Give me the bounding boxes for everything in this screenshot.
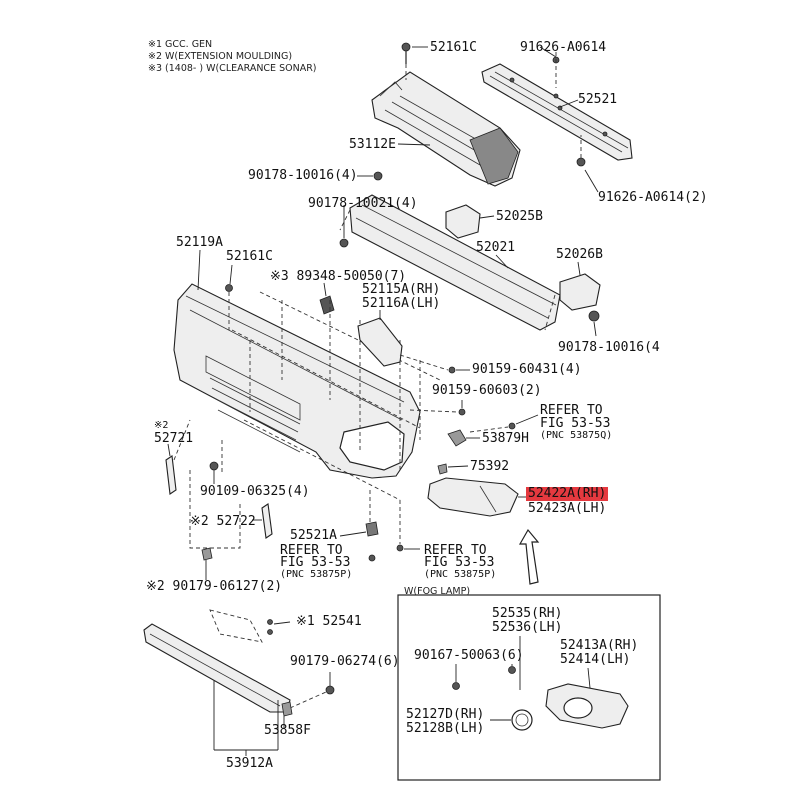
note-1: ※1 GCC. GEN — [148, 39, 213, 50]
label-refer-m-3: (PNC 53875P) — [424, 569, 497, 580]
label-90109-06325: 90109-06325(4) — [200, 484, 310, 499]
label-90179-06127: ※2 90179-06127(2) — [146, 579, 283, 594]
label-90178-10016-4b: 90178-10016(4 — [558, 340, 660, 355]
bracket-52026B — [559, 261, 601, 311]
bumper-reinforcement-52021 — [339, 194, 561, 331]
bracket-53879H — [447, 429, 480, 447]
reinforcement-52521 — [481, 63, 633, 161]
label-52025B: 52025B — [496, 209, 543, 224]
label-52116A: 52116A(LH) — [362, 296, 441, 311]
screw-90159-60603 — [409, 400, 466, 416]
emblem-75392 — [437, 463, 469, 475]
bolt-52161C-top — [401, 42, 428, 80]
note-2: ※2 W(EXTENSION MOULDING) — [148, 51, 293, 62]
label-52413A: 52413A(RH) — [560, 638, 639, 653]
nut-90178-10021 — [339, 205, 349, 248]
label-52021: 52021 — [476, 240, 516, 255]
label-52414: 52414(LH) — [560, 652, 631, 667]
fog-cover-52422A — [427, 477, 526, 517]
label-53858F: 53858F — [264, 723, 311, 738]
label-53912A: 53912A — [226, 756, 273, 771]
label-52541: ※1 52541 — [296, 614, 362, 629]
label-90167-50063: 90167-50063(6) — [414, 648, 524, 663]
label-52161C-mid: 52161C — [226, 249, 273, 264]
bolt-91626-A0614 — [539, 46, 560, 99]
moulding-52722 — [252, 503, 273, 539]
label-52536: 52536(LH) — [492, 620, 563, 635]
label-53112E: 53112E — [349, 137, 396, 152]
clip-90179-06274 — [289, 672, 335, 709]
bolt-90109-06325 — [209, 461, 219, 484]
plate-52541 — [209, 609, 291, 643]
label-52521: 52521 — [578, 92, 618, 107]
label-90159-60603: 90159-60603(2) — [432, 383, 542, 398]
label-refer-q-1: REFER TO — [540, 403, 603, 418]
label-52535: 52535(RH) — [492, 606, 563, 621]
nut-90178-10016-lower — [588, 310, 600, 337]
label-refer-m-2: FIG 53-53 — [424, 555, 495, 570]
label-75392: 75392 — [470, 459, 510, 474]
label-refer-l-3: (PNC 53875P) — [280, 569, 353, 580]
label-52161C-top: 52161C — [430, 40, 477, 55]
label-89348-50050: ※3 89348-50050(7) — [270, 269, 407, 284]
bolt-91626-A0614-2 — [576, 135, 599, 193]
lamp-ring-52127D — [490, 709, 533, 731]
clip-52521A — [339, 490, 379, 537]
label-91626-A0614-2: 91626-A0614(2) — [598, 190, 708, 205]
fog-lamp-52413A — [545, 667, 629, 729]
clip-52161C-mid — [225, 264, 233, 330]
clip-90179-06127 — [201, 547, 213, 580]
retainer-52115A — [357, 310, 403, 367]
direction-arrow — [518, 528, 540, 585]
label-refer-l-2: FIG 53-53 — [280, 555, 351, 570]
bracket-52025B — [445, 204, 495, 239]
grille-bracket-53112E — [371, 71, 521, 187]
label-90178-10021-4: 90178-10021(4) — [308, 196, 418, 211]
label-52026B: 52026B — [556, 247, 603, 262]
label-52721: 52721 — [154, 431, 194, 446]
label-91626-A0614: 91626-A0614 — [520, 40, 607, 55]
fog-lamp-box — [397, 594, 661, 781]
label-52119A: 52119A — [176, 235, 223, 250]
label-52128B: 52128B(LH) — [406, 721, 485, 736]
label-90159-60431: 90159-60431(4) — [472, 362, 582, 377]
label-90178-10016-4a: 90178-10016(4) — [248, 168, 358, 183]
bolt-refer-53875P — [368, 500, 420, 562]
moulding-52721 — [165, 419, 191, 495]
label-53879H: 53879H — [482, 431, 529, 446]
label-refer-l-1: REFER TO — [280, 543, 343, 558]
label-fog-lamp-title: W(FOG LAMP) — [404, 586, 471, 597]
screw-90167-50063 — [452, 664, 516, 690]
note-3: ※3 (1408- ) W(CLEARANCE SONAR) — [148, 63, 317, 74]
label-52722: ※2 52722 — [190, 514, 256, 529]
sonar-clip-89348 — [319, 282, 335, 315]
screw-90159-60431 — [399, 354, 470, 374]
label-52721-mark: ※2 — [154, 420, 169, 431]
bumper-cover-52119A — [173, 283, 421, 479]
bolt-refer-53875Q — [469, 414, 539, 433]
label-refer-m-1: REFER TO — [424, 543, 487, 558]
clip-53858F — [281, 701, 293, 728]
label-52115A: 52115A(RH) — [362, 282, 441, 297]
label-52521A: 52521A — [290, 528, 337, 543]
label-refer-q-3: (PNC 53875Q) — [540, 430, 613, 441]
nut-90178-10016-upper — [357, 171, 383, 181]
label-90179-06274: 90179-06274(6) — [290, 654, 400, 669]
label-52127D: 52127D(RH) — [406, 707, 485, 722]
label-52423A: 52423A(LH) — [528, 501, 607, 516]
label-52422A-highlighted: 52422A(RH) — [526, 486, 609, 501]
label-refer-q-2: FIG 53-53 — [540, 416, 611, 431]
